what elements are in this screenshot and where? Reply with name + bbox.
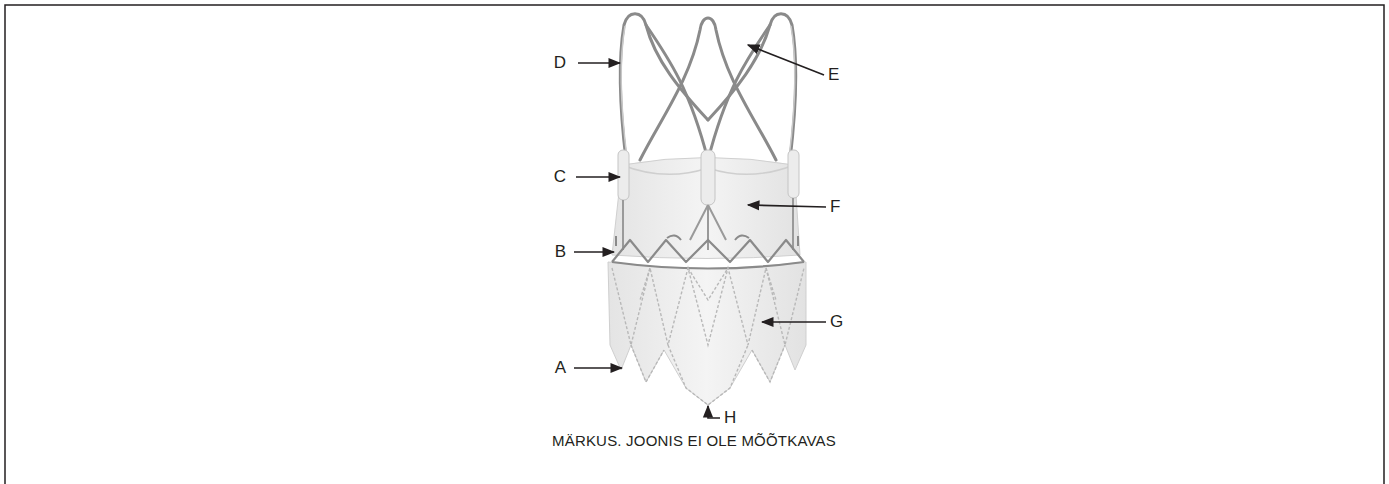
part-letter: C [554,167,566,187]
frame-hooks [616,235,798,246]
outflow-crown [620,14,795,160]
part-letter: E [828,65,839,85]
part-letter: F [830,197,840,217]
part-letter: B [555,242,566,262]
inflow-skirt [608,262,806,405]
part-letter: A [555,358,566,378]
scale-note: MÄRKUS. JOONIS EI OLE MÕÕTKAVAS [552,431,836,451]
part-letter: H [724,408,736,428]
crown-highlight [621,26,794,158]
leader-arrow [574,45,826,418]
inflow-cells [612,268,804,405]
part-letter: D [554,53,566,73]
commissure-tab [618,150,799,205]
part-letter: G [830,312,843,332]
inflow-frame [612,240,804,269]
frame-border [5,5,1384,484]
